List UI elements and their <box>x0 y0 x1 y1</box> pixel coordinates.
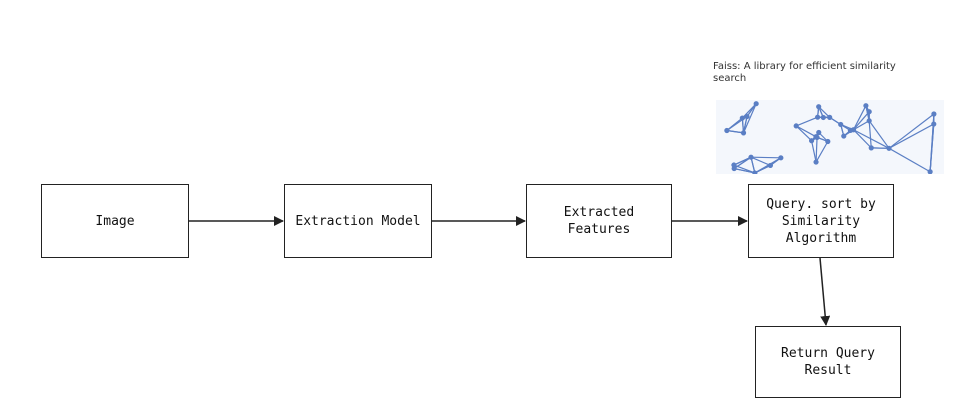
image-node[interactable]: Image <box>41 184 189 258</box>
faiss-caption: Faiss: A library for efficient similarit… <box>713 61 896 84</box>
voronoi-graphic <box>724 101 937 174</box>
arrow-query-to-result <box>819 257 831 326</box>
return-query-result-node[interactable]: Return Query Result <box>755 326 901 398</box>
faiss-voronoi-image <box>716 100 944 174</box>
extracted-features-node[interactable]: Extracted Features <box>526 184 672 258</box>
query-similarity-node[interactable]: Query. sort by Similarity Algorithm <box>748 184 894 258</box>
extraction-model-node[interactable]: Extraction Model <box>284 184 432 258</box>
